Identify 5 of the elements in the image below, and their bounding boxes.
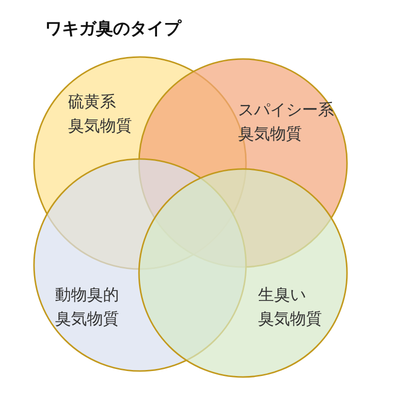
circle-label: スパイシー系臭気物質 [238, 99, 334, 145]
circle-label: 硫黄系臭気物質 [68, 91, 132, 137]
circle-label: 生臭い臭気物質 [258, 284, 322, 330]
circle-label: 動物臭的臭気物質 [55, 284, 119, 330]
diagram-title: ワキガ臭のタイプ [45, 18, 181, 40]
